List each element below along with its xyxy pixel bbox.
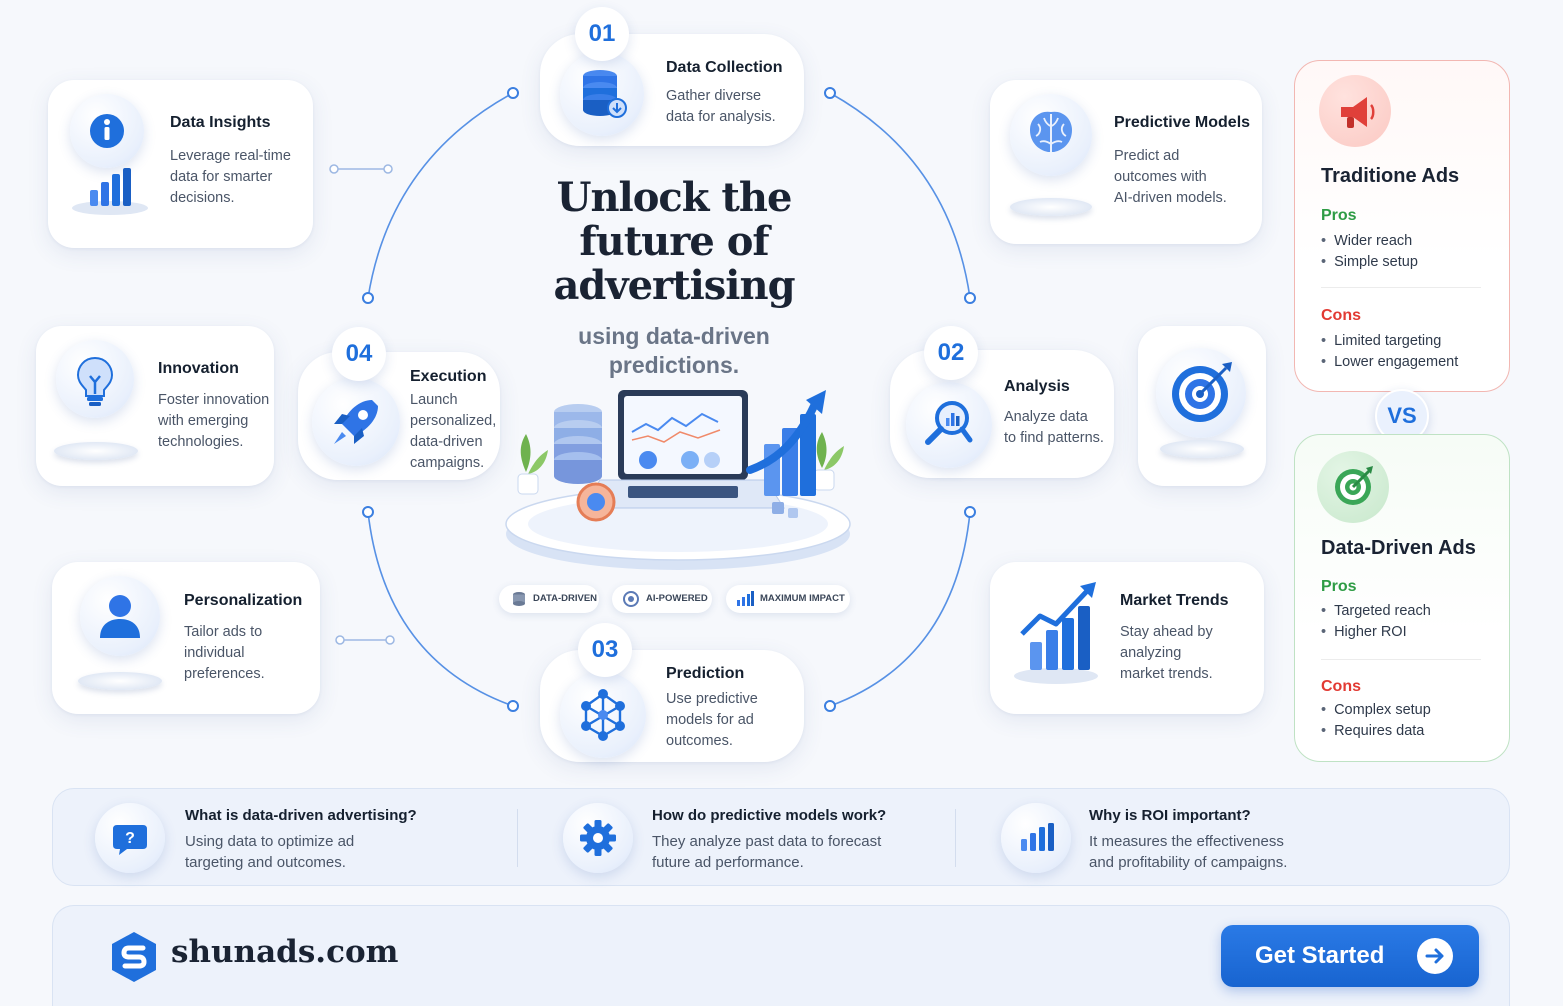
card-title: Data Insights <box>170 114 271 131</box>
comparison-title: Data-Driven Ads <box>1321 537 1476 559</box>
faq-answer: Using data to optimize ad targeting and … <box>185 833 355 871</box>
step-card-execution: Execution Launch personalized, data-driv… <box>298 352 500 480</box>
laptop-analytics-illustration <box>505 390 851 570</box>
faq-strip: ? What is data-driven advertising? Using… <box>52 788 1510 886</box>
cons-label: Cons <box>1321 678 1361 695</box>
pedestal <box>1010 198 1092 216</box>
card-title: Execution <box>410 368 487 385</box>
pros-list: Wider reach Simple setup <box>1321 231 1418 273</box>
card-desc: Predict ad outcomes with AI-driven model… <box>1114 148 1227 206</box>
card-desc: Analyze data to find patterns. <box>1004 409 1104 446</box>
badge-ai-powered: AI-POWERED <box>612 585 712 613</box>
magnifier-icon <box>906 382 992 468</box>
target-icon <box>1317 451 1389 523</box>
get-started-button[interactable]: Get Started <box>1221 925 1479 987</box>
step-card-prediction: Prediction Use predictive models for ad … <box>540 650 804 762</box>
brand-logo-icon <box>112 932 156 982</box>
target-icon <box>1156 348 1246 438</box>
step-number-04: 04 <box>332 327 386 381</box>
badge-data-driven: DATA-DRIVEN <box>499 585 599 613</box>
card-title: Prediction <box>666 665 745 682</box>
bar-chart-icon <box>72 168 148 215</box>
card-desc: Foster innovation with emerging technolo… <box>158 392 270 450</box>
chip-icon <box>623 591 639 607</box>
step-number-01: 01 <box>575 7 629 61</box>
user-icon <box>80 576 160 656</box>
card-title: Analysis <box>1004 378 1070 395</box>
feature-card-predictive-models: Predictive Models Predict ad outcomes wi… <box>990 80 1262 244</box>
card-desc: Gather diverse data for analysis. <box>666 88 776 125</box>
cons-list: Limited targeting Lower engagement <box>1321 331 1458 373</box>
card-title: Innovation <box>158 360 239 377</box>
rocket-icon <box>312 378 400 466</box>
card-title: Personalization <box>184 592 303 609</box>
badge-label: MAXIMUM IMPACT <box>760 593 845 604</box>
card-title: Predictive Models <box>1114 114 1251 131</box>
step-card-data-collection: Data Collection Gather diverse data for … <box>540 34 804 146</box>
step-number-03: 03 <box>578 623 632 677</box>
pros-label: Pros <box>1321 207 1357 224</box>
comparison-title: Traditione Ads <box>1321 165 1460 187</box>
trend-chart-icon <box>1014 582 1098 684</box>
hero-title: Unlock the future of advertising <box>553 174 795 309</box>
faq-answer: They analyze past data to forecast futur… <box>652 833 882 871</box>
hero-subtitle: using data-driven predictions. <box>578 323 770 378</box>
faq-question: How do predictive models work? <box>652 807 887 824</box>
network-icon <box>560 672 646 758</box>
badge-maximum-impact: MAXIMUM IMPACT <box>726 585 850 613</box>
card-title: Data Collection <box>666 59 783 76</box>
cons-label: Cons <box>1321 307 1361 324</box>
badge-label: DATA-DRIVEN <box>533 593 598 604</box>
faq-question: Why is ROI important? <box>1089 807 1251 824</box>
card-desc: Stay ahead by analyzing market trends. <box>1120 624 1213 682</box>
step-card-analysis: Analysis Analyze data to find patterns. <box>890 350 1114 478</box>
chat-question-icon: ? <box>95 803 165 873</box>
footer-bar: shunads.com Get Started <box>52 905 1510 1006</box>
comparison-traditional-ads: Traditione Ads Pros Wider reach Simple s… <box>1294 60 1510 392</box>
gear-icon <box>563 803 633 873</box>
pedestal <box>78 672 162 690</box>
svg-text:?: ? <box>125 830 135 847</box>
card-desc: Use predictive models for ad outcomes. <box>666 691 758 749</box>
pros-list: Targeted reach Higher ROI <box>1321 601 1431 643</box>
faq-answer: It measures the effectiveness and profit… <box>1089 833 1288 871</box>
step-number-02: 02 <box>924 326 978 380</box>
feature-card-innovation: Innovation Foster innovation with emergi… <box>36 326 274 486</box>
brand-name[interactable]: shunads.com <box>171 934 399 970</box>
faq-divider <box>517 809 518 867</box>
database-icon <box>513 592 525 606</box>
feature-card-data-insights: Data Insights Leverage real-time data fo… <box>48 80 313 248</box>
comparison-data-driven-ads: Data-Driven Ads Pros Targeted reach High… <box>1294 434 1510 762</box>
card-desc: Leverage real-time data for smarter deci… <box>170 148 291 206</box>
arrow-right-icon <box>1417 938 1453 974</box>
feature-card-personalization: Personalization Tailor ads to individual… <box>52 562 320 714</box>
feature-card-market-trends: Market Trends Stay ahead by analyzing ma… <box>990 562 1264 714</box>
card-desc: Launch personalized, data-driven campaig… <box>410 392 497 471</box>
divider <box>1321 659 1481 660</box>
card-desc: Tailor ads to individual preferences. <box>184 624 265 682</box>
lightbulb-icon <box>56 340 134 418</box>
divider <box>1321 287 1481 288</box>
megaphone-icon <box>1319 75 1391 147</box>
brain-icon <box>1010 94 1092 176</box>
badge-label: AI-POWERED <box>646 593 708 604</box>
faq-divider <box>955 809 956 867</box>
pedestal <box>1160 440 1244 458</box>
database-icon <box>560 52 644 136</box>
cons-list: Complex setup Requires data <box>1321 700 1431 742</box>
faq-question: What is data-driven advertising? <box>185 807 417 824</box>
bar-chart-icon <box>737 591 754 606</box>
target-card <box>1138 326 1266 486</box>
bar-chart-icon <box>1001 803 1071 873</box>
pedestal <box>54 442 138 460</box>
card-title: Market Trends <box>1120 592 1229 609</box>
pros-label: Pros <box>1321 578 1357 595</box>
info-icon <box>70 94 144 168</box>
get-started-label: Get Started <box>1255 942 1385 969</box>
